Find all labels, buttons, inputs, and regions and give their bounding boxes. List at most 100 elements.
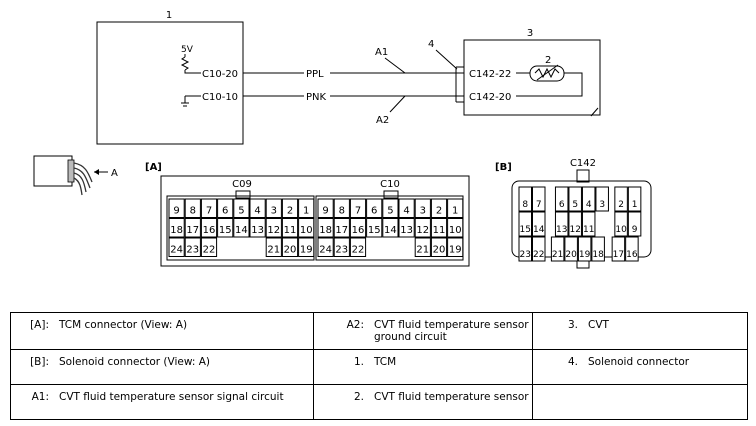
pin-number: 10 (449, 225, 462, 236)
legend-row: A1:CVT fluid temperature sensor signal c… (10, 384, 748, 420)
sensor-pin-c142-20: C142-20 (469, 92, 511, 103)
pin-number: 10 (615, 225, 627, 235)
wire-label-ppl: PPL (306, 69, 324, 80)
pin-number: 4 (403, 206, 409, 217)
pin-cell (554, 186, 569, 212)
pin-cell (349, 198, 367, 218)
pin-number: 11 (284, 225, 297, 236)
pin-number: 18 (592, 250, 604, 260)
pin-cell (447, 218, 464, 238)
pin-cell (614, 186, 628, 212)
pin-cell (200, 237, 218, 257)
legend-text: Solenoid connector (588, 356, 690, 368)
pin-cell (577, 236, 592, 262)
pin-number: 19 (449, 245, 462, 256)
legend-key: 1. (353, 356, 364, 368)
callout-a2: A2 (376, 115, 389, 126)
pin-cell (281, 198, 299, 218)
pin-number: 15 (368, 225, 381, 236)
pin-cell (333, 198, 350, 218)
pin-number: 11 (433, 225, 446, 236)
pin-number: 6 (222, 206, 228, 217)
legend-cell: 4. Solenoid connector (532, 349, 748, 385)
pin-cell (518, 236, 532, 262)
pin-cell (298, 218, 315, 238)
legend-text: CVT fluid temperature sensor signal circ… (59, 391, 284, 403)
legend-cell: 2.CVT fluid temperature sensor (313, 384, 533, 420)
pin-cell (554, 211, 569, 237)
legend-key: [B]: (30, 356, 49, 368)
pin-cell (568, 186, 582, 212)
pin-number: 8 (522, 200, 528, 210)
pin-cell (398, 218, 415, 238)
pin-number: 23 (335, 245, 348, 256)
pin-number: 5 (238, 206, 244, 217)
legend-key: 4. (567, 356, 578, 368)
pin-number: 20 (565, 250, 577, 260)
pin-number: 3 (271, 206, 277, 217)
legend-text: CVT fluid temperature sensor ground circ… (374, 319, 529, 343)
pin-cell (184, 218, 201, 238)
legend-text: CVT fluid temperature sensor (374, 391, 529, 403)
legend-key: A2: (346, 319, 364, 331)
pin-cell (184, 198, 201, 218)
tcm-box (96, 21, 244, 145)
pin-number: 9 (322, 206, 328, 217)
pin-number: 21 (416, 245, 429, 256)
pin-cell (430, 237, 448, 257)
pin-cell (532, 211, 546, 237)
pin-cell (298, 237, 315, 257)
pin-number: 22 (533, 250, 544, 260)
legend-text: CVT (588, 319, 609, 331)
pin-cell (414, 218, 431, 238)
pin-cell (581, 186, 596, 212)
pin-cell (317, 218, 334, 238)
pin-cell (518, 186, 532, 212)
pin-cell (233, 198, 250, 218)
pin-cell (611, 236, 626, 262)
pin-cell (532, 186, 546, 212)
pin-number: 14 (384, 225, 397, 236)
pin-cell (249, 198, 266, 218)
pin-cell (627, 186, 642, 212)
pin-number: 2 (436, 206, 442, 217)
connector-view-icon (33, 155, 73, 187)
legend-text: TCM (374, 356, 397, 368)
pin-number: 19 (300, 245, 313, 256)
tcm-pin-c10-10: C10-10 (202, 92, 238, 103)
pin-cell (627, 211, 642, 237)
pin-number: 12 (416, 225, 429, 236)
pin-cell (217, 198, 234, 218)
pin-cell (568, 211, 582, 237)
panel-a-label: [A] (145, 162, 162, 173)
pin-number: 14 (235, 225, 248, 236)
pin-number: 1 (452, 206, 458, 217)
pin-number: 3 (599, 200, 605, 210)
pin-cell (366, 198, 383, 218)
pin-cell (366, 218, 383, 238)
pin-number: 24 (170, 245, 183, 256)
pin-cell (281, 218, 299, 238)
callout-4: 4 (428, 39, 434, 50)
pin-cell (217, 218, 234, 238)
pin-number: 17 (335, 225, 348, 236)
pin-number: 9 (173, 206, 179, 217)
pin-cell (382, 198, 399, 218)
pin-cell (317, 198, 334, 218)
pin-cell (414, 198, 431, 218)
pin-number: 4 (254, 206, 260, 217)
legend-table: [A]:TCM connector (View: A)A2:CVT fluid … (10, 312, 748, 420)
pin-number: 1 (632, 200, 638, 210)
pin-cell (317, 237, 334, 257)
pin-cell (200, 218, 218, 238)
pin-number: 15 (520, 225, 531, 235)
pin-cell (614, 211, 628, 237)
wire-label-pnk: PNK (306, 92, 327, 103)
pin-cell (398, 198, 415, 218)
pin-cell (168, 198, 185, 218)
pin-number: 2 (287, 206, 293, 217)
pin-number: 22 (203, 245, 216, 256)
